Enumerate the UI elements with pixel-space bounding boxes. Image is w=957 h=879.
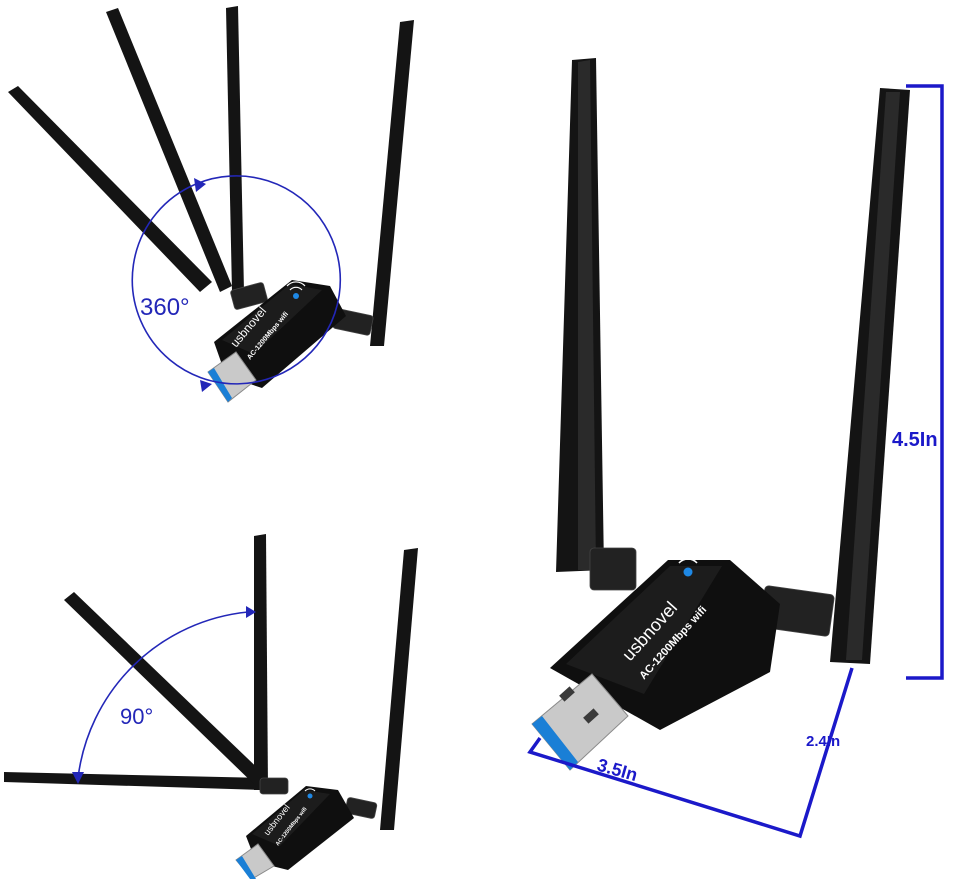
- swivel-angle-label: 360°: [140, 294, 190, 321]
- rotation-arc-icon: [131, 175, 342, 385]
- length-bracket: [527, 667, 854, 839]
- rotation-arrow-icon: [200, 380, 212, 392]
- antenna-base: [259, 777, 289, 795]
- wifi-logo-icon: [673, 551, 703, 577]
- swivel-rotation-indicator: 360°: [131, 175, 342, 392]
- antenna-tilt-rear: [380, 548, 418, 830]
- antenna-tilt-horizontal: [4, 772, 266, 790]
- tilt-arrow-icon: [246, 606, 256, 618]
- adapter-body: [214, 280, 346, 388]
- height-label: 4.5In: [892, 429, 938, 451]
- height-bracket: [906, 84, 944, 680]
- length-dimension: 3.5In: [527, 667, 854, 839]
- antenna-swivel-2: [106, 8, 232, 292]
- antenna-base: [230, 282, 268, 310]
- adapter-body: [246, 786, 354, 870]
- antenna-tilt-vertical: [254, 534, 268, 790]
- tilt-angle-label: 90°: [120, 704, 153, 729]
- height-dimension: 4.5In: [892, 84, 944, 680]
- tilt-view-adapter: usbnovel AC-1200Mbps wifi: [4, 534, 418, 879]
- swivel-view-adapter: usbnovel AC-1200Mbps wifi: [8, 6, 414, 403]
- antenna-swivel-1: [8, 86, 212, 292]
- antenna-swivel-rear: [370, 20, 414, 346]
- main-view-adapter: usbnovel AC-1200Mbps wifi: [531, 58, 910, 771]
- width-dimension: 2.4In: [806, 733, 840, 750]
- rotation-arrow-icon: [194, 178, 206, 192]
- width-label: 2.4In: [806, 733, 840, 750]
- antenna-tilt-diagonal: [64, 592, 270, 790]
- wifi-logo-icon: [304, 788, 316, 799]
- tilt-arc-icon: [77, 611, 249, 779]
- tilt-rotation-indicator: 90°: [72, 606, 256, 784]
- tilt-arrow-icon: [72, 772, 84, 784]
- antenna-swivel-3: [226, 6, 244, 292]
- wifi-logo-icon: [286, 281, 306, 299]
- antenna-base: [589, 547, 637, 591]
